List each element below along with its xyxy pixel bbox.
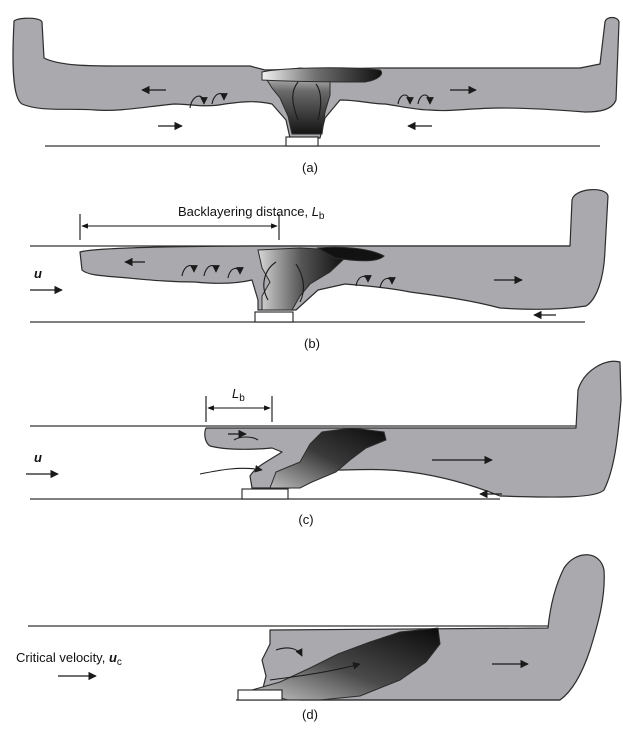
panel-d: Critical velocity, uc (d): [16, 555, 604, 722]
panel-b: Backlayering distance, Lb u (: [30, 190, 608, 351]
caption-b: (b): [304, 336, 320, 351]
velocity-symbol-c: u: [34, 450, 42, 465]
distance-label-c: Lb: [232, 386, 245, 404]
fire-source-c: [242, 489, 288, 499]
smoke-layer-c: [205, 361, 621, 497]
panel-a: (a): [13, 18, 619, 176]
ceiling-jet-dark-a: [262, 68, 382, 82]
caption-a: (a): [302, 160, 318, 175]
backlayering-label: Backlayering distance, Lb: [178, 204, 325, 222]
caption-d: (d): [302, 707, 318, 722]
fire-source-a: [286, 137, 318, 146]
velocity-symbol-b: u: [34, 266, 42, 281]
caption-c: (c): [298, 512, 313, 527]
fire-source-b: [255, 312, 293, 322]
critical-velocity-label: Critical velocity, uc: [16, 650, 122, 668]
fire-source-d: [238, 690, 282, 700]
panel-c: Lb u (c): [26, 361, 621, 527]
